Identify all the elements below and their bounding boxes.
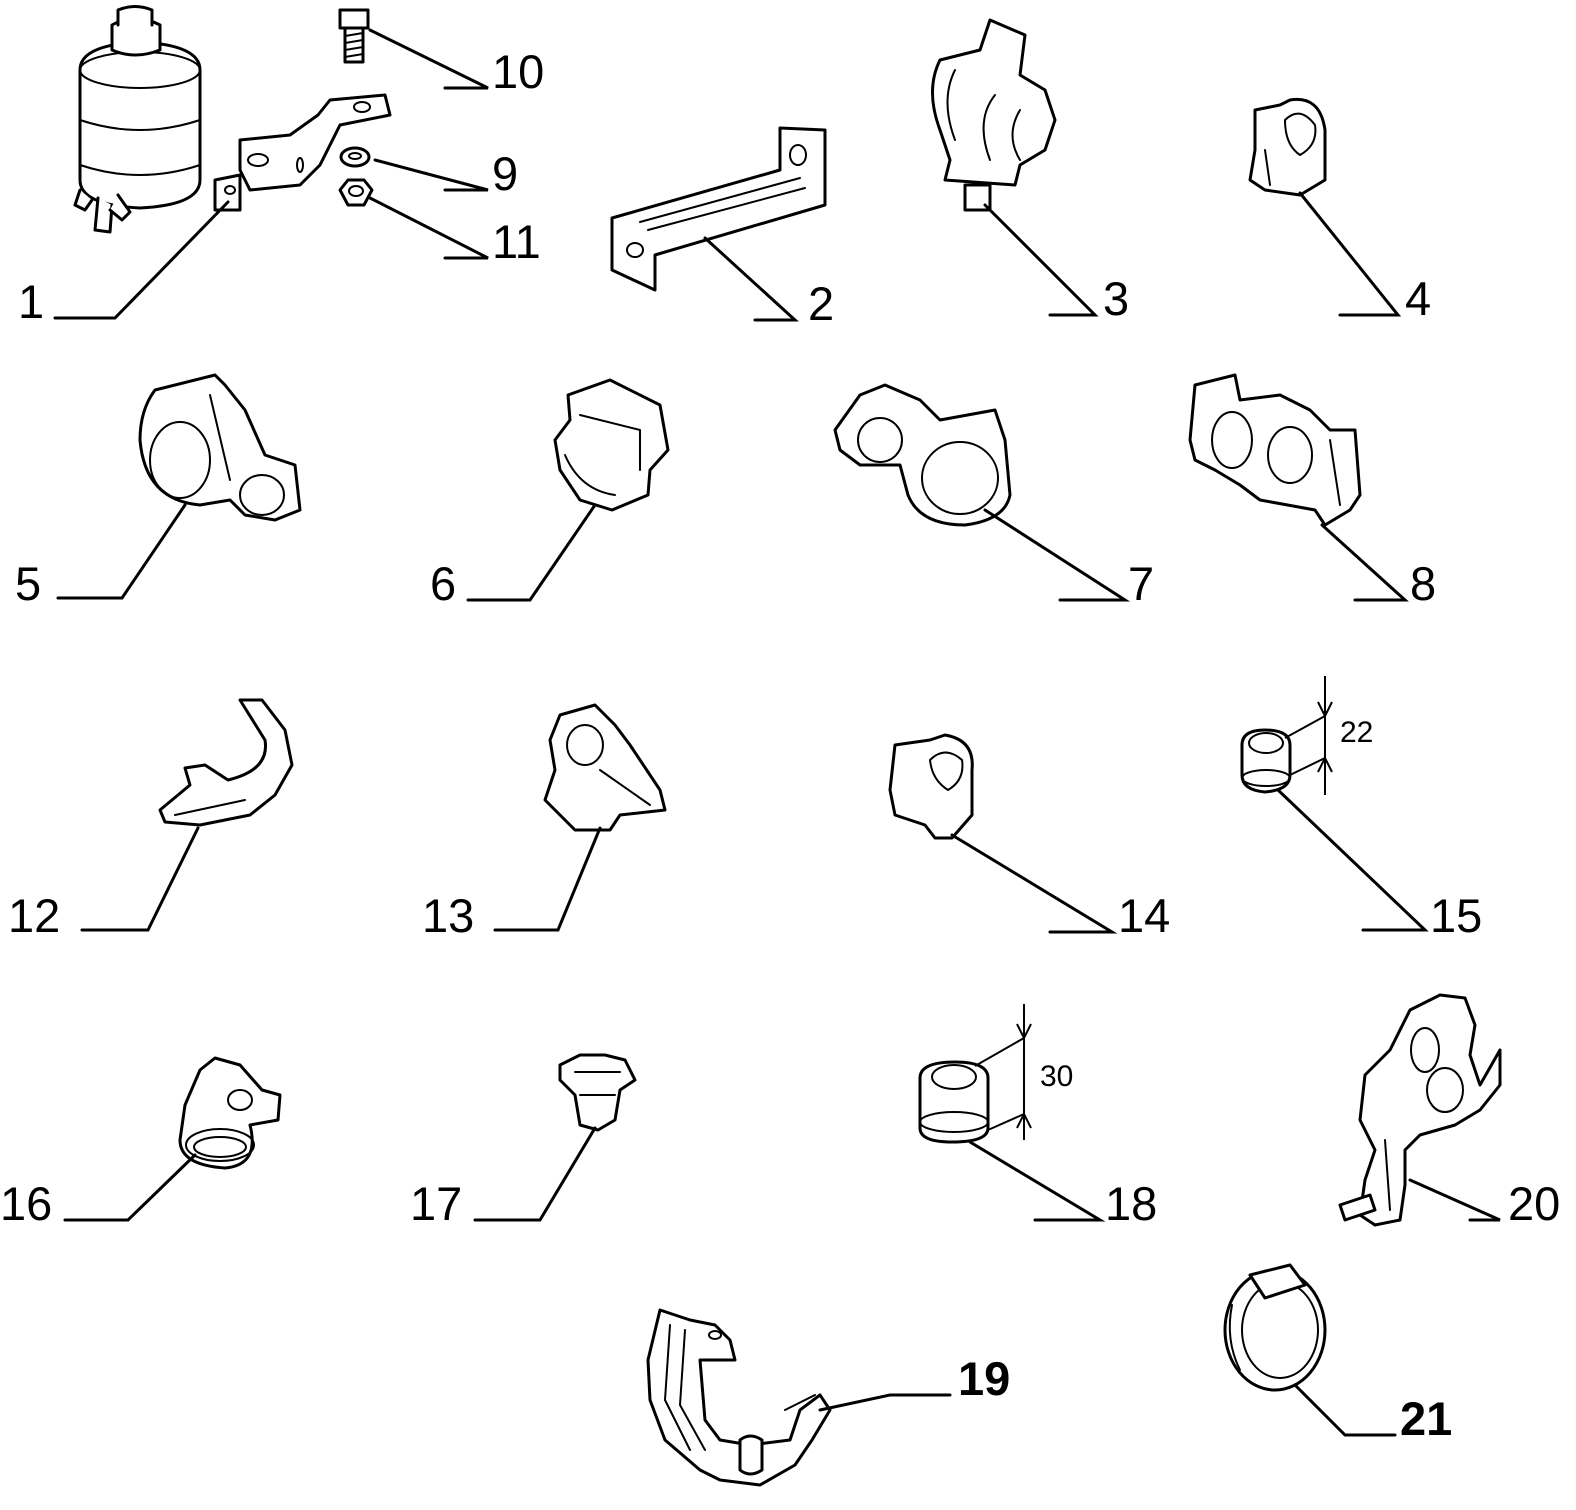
part-2-bracket [610,126,827,292]
callout-10: 10 [492,45,544,98]
part-21-hose-clamp [1223,1263,1327,1392]
callout-20: 20 [1508,1177,1560,1230]
part-12-clip [158,698,294,827]
dim-18-text: 30 [1040,1060,1073,1093]
part-19-bracket [646,1308,832,1487]
callout-6: 6 [430,557,456,610]
part-20-clip [1338,993,1502,1227]
part-3-clip [931,18,1057,212]
callout-labels: 1 2 3 4 5 6 7 8 9 10 11 12 13 14 15 16 1… [0,45,1560,1445]
part-16-clamp [178,1056,282,1170]
part-1-bracket [213,93,392,212]
callout-18: 18 [1105,1177,1157,1230]
dim-15-text: 22 [1340,716,1373,749]
callout-17: 17 [410,1177,462,1230]
part-8-clip [1188,373,1362,527]
part-11-nut [338,178,374,207]
part-13-clip [543,703,667,832]
leader-lines [53,28,1501,1437]
callout-14: 14 [1118,889,1170,942]
part-1-reservoir [73,5,202,234]
part-18-dimension: 30 [974,1004,1073,1140]
callout-9: 9 [492,147,518,200]
callout-13: 13 [422,889,474,942]
part-15-grommet [1240,728,1292,794]
callout-12: 12 [8,889,60,942]
callout-21: 21 [1400,1392,1452,1445]
part-6-clip [553,378,670,512]
callout-7: 7 [1128,557,1154,610]
part-9-washer [339,146,371,168]
part-18-grommet [918,1060,990,1144]
callout-4: 4 [1405,272,1431,325]
part-5-clamp [138,373,302,522]
callout-11: 11 [492,215,541,268]
part-10-bolt [338,8,370,64]
callout-2: 2 [808,277,834,330]
part-4-clip [1248,97,1327,197]
part-14-clip [888,733,974,840]
callout-8: 8 [1410,557,1436,610]
callout-19: 19 [958,1352,1010,1405]
callout-15: 15 [1430,889,1482,942]
part-7-clamp [833,383,1012,527]
callout-3: 3 [1103,272,1129,325]
part-17-clip [558,1053,637,1132]
callout-16: 16 [0,1177,52,1230]
part-15-dimension: 22 [1284,676,1373,795]
callout-1: 1 [18,275,44,328]
callout-5: 5 [15,557,41,610]
